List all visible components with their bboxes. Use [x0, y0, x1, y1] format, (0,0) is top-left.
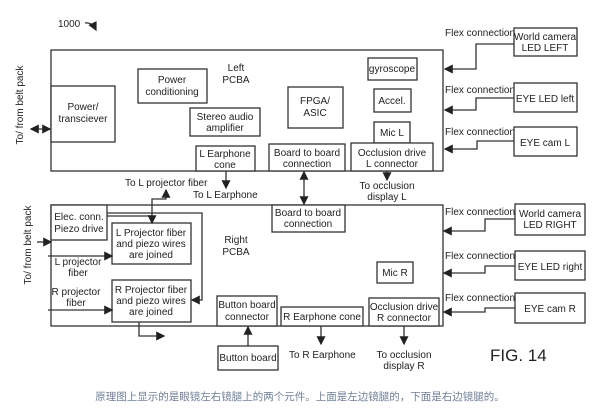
mic-l-block: Mic L	[373, 121, 411, 144]
caption: 原理图上显示的是眼镜左右镜腿上的两个元件。上面是左边镜腿的，下面是右边镜腿的。	[95, 390, 505, 403]
svg-text:Power/transciever: Power/transciever	[59, 102, 109, 125]
svg-text:FPGA/ASIC: FPGA/ASIC	[300, 96, 330, 119]
svg-text:EYE LED right: EYE LED right	[518, 262, 583, 273]
accel-block: Accel.	[373, 88, 412, 113]
to-l-projector-fiber-label: To L projector fiber	[125, 178, 208, 189]
svg-text:Flex connection: Flex connection	[445, 127, 515, 138]
power-transceiver-block: Power/transciever	[50, 85, 116, 143]
r-fiber-out	[138, 322, 166, 341]
svg-text:Flex connection: Flex connection	[445, 85, 515, 96]
to-l-earphone-label: To L Earphone	[193, 190, 258, 201]
flex-eye-led-right: Flex connection EYE LED right	[442, 250, 586, 281]
svg-text:Mic L: Mic L	[380, 128, 404, 139]
belt-pack-label-right: To/ from belt pack	[23, 205, 34, 285]
svg-text:Accel.: Accel.	[378, 96, 405, 107]
piezo-r-wire	[107, 212, 203, 305]
figure-label: FIG. 14	[490, 346, 547, 365]
svg-text:EYE cam L: EYE cam L	[520, 138, 570, 149]
gyroscope-block: gyroscope	[367, 57, 418, 81]
ref-arrow	[84, 20, 97, 32]
r-earphone-cone-block: R Earphone cone	[280, 306, 364, 327]
l-fiber-out	[151, 188, 171, 216]
svg-text:EYE LED left: EYE LED left	[516, 94, 575, 105]
svg-text:Flex connection: Flex connection	[445, 28, 515, 39]
svg-text:Elec. conn.Piezo drive: Elec. conn.Piezo drive	[54, 212, 104, 235]
svg-text:R Earphone cone: R Earphone cone	[283, 312, 361, 323]
svg-text:Flex connection: Flex connection	[445, 207, 515, 218]
svg-text:Flex connection: Flex connection	[445, 293, 515, 304]
button-board-block: Button board	[217, 345, 279, 371]
flex-eye-cam-left: Flex connection EYE cam L	[443, 126, 578, 157]
svg-text:Button board: Button board	[219, 353, 276, 364]
fpga-asic-block: FPGA/ASIC	[287, 86, 344, 129]
mic-r-block: Mic R	[376, 261, 414, 284]
figure-ref: 1000	[58, 19, 81, 30]
flex-eye-cam-right: Flex connection EYE cam R	[442, 292, 586, 324]
to-r-earphone-label: To R Earphone	[289, 350, 356, 361]
svg-text:Flex connection: Flex connection	[445, 251, 515, 262]
elec-conn-piezo-block: Elec. conn.Piezo drive	[50, 204, 108, 241]
flex-eye-led-left: Flex connection EYE LED left	[443, 82, 578, 115]
svg-text:gyroscope: gyroscope	[369, 64, 416, 75]
belt-pack-label-left: To/ from belt pack	[15, 65, 26, 145]
svg-text:EYE cam R: EYE cam R	[524, 304, 576, 315]
svg-text:Mic R: Mic R	[382, 268, 408, 279]
